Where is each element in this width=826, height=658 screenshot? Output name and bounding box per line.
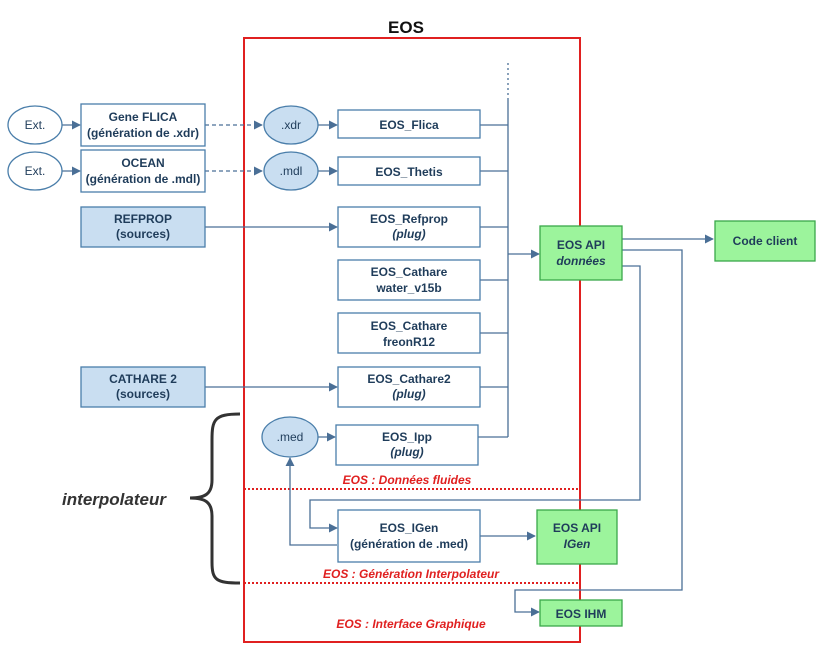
arrow-igen-med	[285, 457, 337, 546]
eos-cathare2-plug: (plug)	[392, 387, 425, 401]
xdr-file-node: .xdr	[263, 105, 319, 145]
eos-ipp-plug: (plug)	[390, 445, 423, 459]
arrow-api-ihm	[514, 249, 683, 617]
eos-cathare-freon-subtitle: freonR12	[383, 335, 435, 349]
eos-flica-box: EOS_Flica	[337, 109, 481, 139]
eos-thetis-label: EOS_Thetis	[375, 165, 443, 179]
connectors	[62, 63, 714, 617]
ocean-box: OCEAN (génération de .mdl)	[80, 149, 206, 193]
cathare2-source-box: CATHARE 2 (sources)	[80, 366, 206, 408]
refprop-source-box: REFPROP (sources)	[80, 206, 206, 248]
cathare2-source-subtitle: (sources)	[116, 387, 170, 401]
diagram-title: EOS	[388, 18, 424, 37]
cathare2-source-title: CATHARE 2	[109, 372, 177, 386]
ocean-title: OCEAN	[121, 156, 164, 170]
eos-api-data-subtitle: données	[556, 254, 606, 268]
eos-api-data-title: EOS API	[557, 238, 605, 252]
interpolateur-label: interpolateur	[62, 490, 167, 509]
eos-ipp-box: EOS_Ipp (plug)	[335, 424, 479, 466]
eos-cathare2-title: EOS_Cathare2	[367, 372, 451, 386]
eos-frame	[243, 37, 581, 643]
eos-api-igen-title: EOS API	[553, 521, 601, 535]
section-label-interp: EOS : Génération Interpolateur	[323, 567, 500, 581]
med-label: .med	[277, 430, 304, 444]
gene-flica-subtitle: (génération de .xdr)	[87, 126, 199, 140]
ext-node-2: Ext.	[7, 151, 63, 191]
eos-thetis-box: EOS_Thetis	[337, 156, 481, 186]
eos-cathare2-box: EOS_Cathare2 (plug)	[337, 366, 481, 408]
eos-cathare-freon-title: EOS_Cathare	[371, 319, 448, 333]
code-client-box: Code client	[714, 220, 816, 262]
gene-flica-title: Gene FLICA	[109, 110, 178, 124]
med-file-node: .med	[261, 416, 319, 458]
interpolateur-brace	[189, 412, 241, 585]
mdl-label: .mdl	[280, 164, 303, 178]
ext-label-2: Ext.	[25, 164, 46, 178]
eos-refprop-title: EOS_Refprop	[370, 212, 448, 226]
ext-node-1: Ext.	[7, 105, 63, 145]
gene-flica-box: Gene FLICA (génération de .xdr)	[80, 103, 206, 147]
eos-igen-title: EOS_IGen	[380, 521, 439, 535]
section-label-gui: EOS : Interface Graphique	[336, 617, 486, 631]
eos-ipp-title: EOS_Ipp	[382, 430, 432, 444]
refprop-source-subtitle: (sources)	[116, 227, 170, 241]
eos-refprop-box: EOS_Refprop (plug)	[337, 206, 481, 248]
eos-refprop-plug: (plug)	[392, 227, 425, 241]
eos-igen-subtitle: (génération de .med)	[350, 537, 468, 551]
eos-igen-box: EOS_IGen (génération de .med)	[337, 509, 481, 563]
section-label-fluids: EOS : Données fluides	[343, 473, 472, 487]
eos-cathare-water-subtitle: water_v15b	[375, 281, 441, 295]
eos-api-igen-subtitle: IGen	[564, 537, 591, 551]
ocean-subtitle: (génération de .mdl)	[86, 172, 201, 186]
eos-cathare-water-box: EOS_Cathare water_v15b	[337, 259, 481, 301]
eos-flica-label: EOS_Flica	[379, 118, 439, 132]
eos-cathare-water-title: EOS_Cathare	[371, 265, 448, 279]
eos-api-igen-box: EOS API IGen	[536, 509, 618, 565]
ext-label-1: Ext.	[25, 118, 46, 132]
eos-ihm-box: EOS IHM	[539, 599, 623, 627]
eos-ihm-label: EOS IHM	[556, 607, 607, 621]
refprop-source-title: REFPROP	[114, 212, 172, 226]
mdl-file-node: .mdl	[263, 151, 319, 191]
eos-cathare-freon-box: EOS_Cathare freonR12	[337, 312, 481, 354]
xdr-label: .xdr	[281, 118, 301, 132]
eos-api-data-box: EOS API données	[539, 225, 623, 281]
arrow-api-igen	[309, 265, 641, 533]
code-client-label: Code client	[733, 234, 798, 248]
